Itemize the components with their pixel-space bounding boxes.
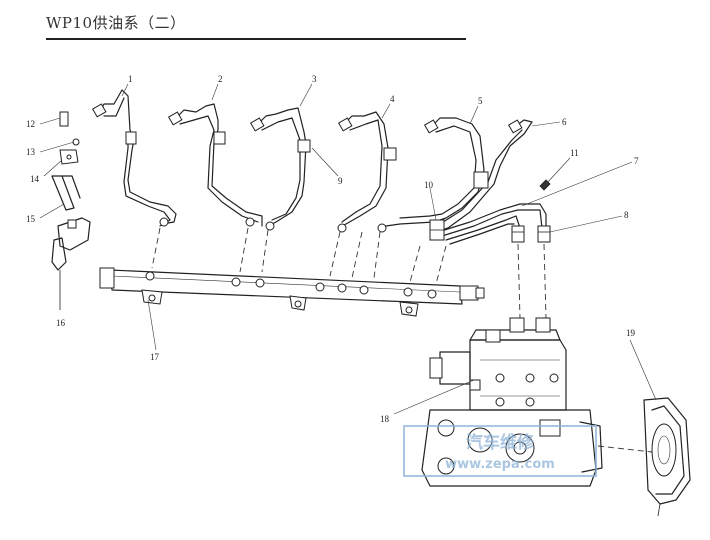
injector-pipe-1	[91, 89, 177, 227]
injector-pipe-2	[167, 103, 263, 227]
callout-14: 14	[30, 174, 40, 184]
callout-7: 7	[634, 156, 639, 166]
diagram-title: WP10供油系（二）	[46, 14, 186, 32]
callout-1: 1	[128, 74, 133, 84]
assembly-dashes	[151, 227, 653, 453]
injector-16	[51, 217, 91, 310]
callout-3: 3	[312, 74, 317, 84]
callout-6: 6	[562, 117, 567, 127]
callout-5: 5	[478, 96, 483, 106]
pipe-clamp-10	[429, 219, 445, 241]
common-rail-17	[99, 267, 485, 317]
title-underline	[46, 38, 466, 40]
leader-lines	[39, 83, 657, 415]
callout-9: 9	[338, 176, 343, 186]
small-parts-12-15	[51, 111, 81, 211]
callout-13: 13	[26, 147, 36, 157]
callout-18: 18	[380, 414, 390, 424]
fuel-pump-18	[421, 317, 603, 487]
injector-pipe-6	[435, 119, 533, 233]
callout-16: 16	[56, 318, 66, 328]
pipe-fittings-8	[511, 225, 551, 243]
callout-4: 4	[390, 94, 395, 104]
callout-10: 10	[424, 180, 434, 190]
injector-pipe-4	[337, 111, 397, 233]
watermark-bottom: www.zepa.com	[445, 457, 555, 472]
callout-11: 11	[570, 148, 579, 158]
injector-pipe-3	[249, 107, 311, 231]
pump-pipes-7	[437, 203, 547, 245]
callout-15: 15	[26, 214, 36, 224]
callout-2: 2	[218, 74, 223, 84]
callout-17: 17	[150, 352, 160, 362]
injector-pipe-5	[377, 117, 485, 233]
callout-19: 19	[626, 328, 636, 338]
callout-8: 8	[624, 210, 629, 220]
callout-labels: 1 2 3 4 5 6 7 8 9 10 11 12 13 14 15 16 1…	[26, 74, 639, 424]
watermark-top: 汽车维修	[466, 432, 535, 453]
watermark: 汽车维修 www.zepa.com	[403, 425, 597, 477]
pipe-clamp	[473, 171, 489, 189]
callout-12: 12	[26, 119, 35, 129]
pump-flange-19	[643, 397, 691, 517]
